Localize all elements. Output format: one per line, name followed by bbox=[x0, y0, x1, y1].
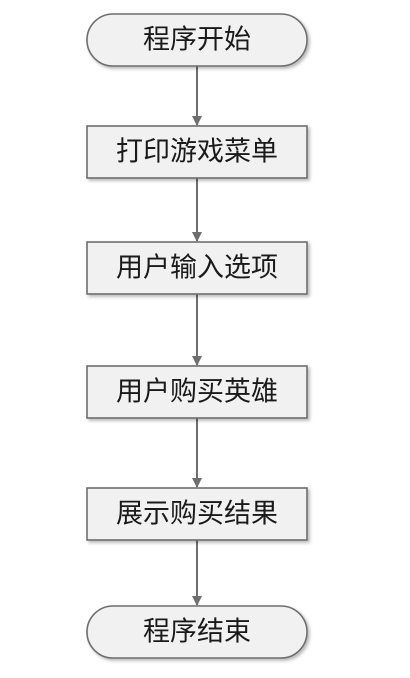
node-label: 用户购买英雄 bbox=[116, 377, 278, 408]
process-box bbox=[86, 241, 308, 295]
process-box bbox=[86, 365, 308, 419]
node-start: 程序开始 bbox=[86, 13, 308, 67]
node-end: 程序结束 bbox=[86, 605, 308, 659]
node-show-result: 展示购买结果 bbox=[86, 487, 308, 541]
node-buy-hero: 用户购买英雄 bbox=[86, 365, 308, 419]
process-box bbox=[86, 487, 308, 541]
node-label: 展示购买结果 bbox=[116, 499, 278, 530]
terminal-shape bbox=[86, 605, 308, 659]
node-label: 打印游戏菜单 bbox=[116, 137, 278, 168]
process-box bbox=[86, 125, 308, 179]
terminal-shape bbox=[86, 13, 308, 67]
node-print-menu: 打印游戏菜单 bbox=[86, 125, 308, 179]
node-label: 用户输入选项 bbox=[116, 253, 278, 284]
node-label: 程序开始 bbox=[143, 25, 251, 56]
node-user-input: 用户输入选项 bbox=[86, 241, 308, 295]
node-label: 程序结束 bbox=[143, 617, 251, 648]
